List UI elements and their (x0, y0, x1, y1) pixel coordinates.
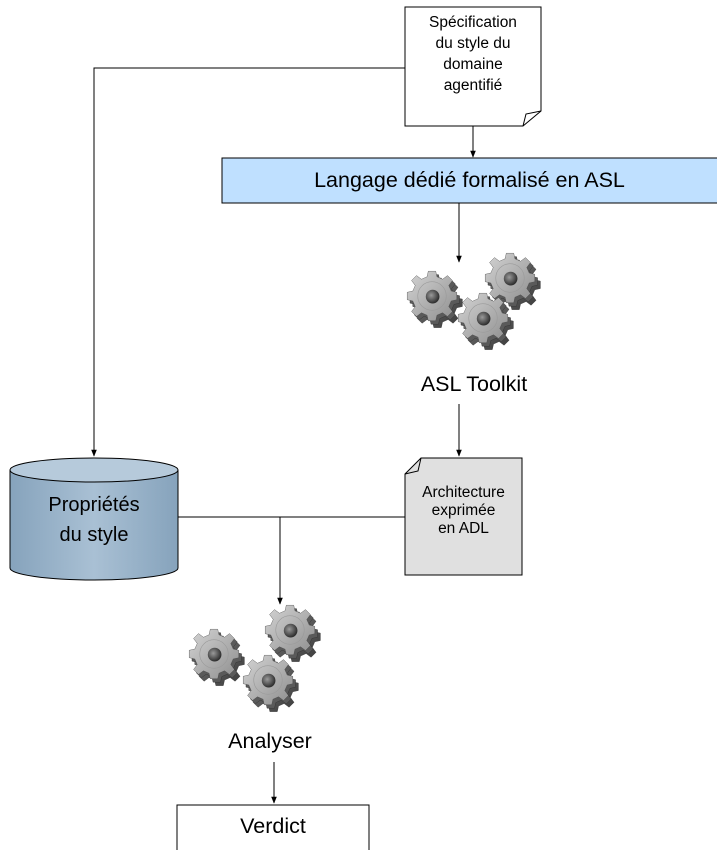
spec-line-1: Spécification (429, 14, 517, 31)
dsl-label: Langage dédié formalisé en ASL (314, 168, 625, 192)
verdict-label: Verdict (240, 814, 306, 838)
connectors (91, 67, 476, 804)
architecture-line-3: en ADL (438, 520, 489, 537)
spec-line-2: du style du (435, 35, 511, 52)
spec-line-3: domaine (443, 56, 503, 73)
architecture-line-1: Architecture (422, 484, 505, 501)
dsl-bar (221, 157, 717, 204)
architecture-label: Architecture exprimée en ADL (405, 484, 522, 538)
analyser-gears-icon (188, 604, 321, 712)
toolkit-gears-icon (406, 252, 541, 350)
connector-spec-to-properties (91, 67, 405, 457)
properties-line-2: du style (59, 524, 129, 546)
specification-document (404, 6, 542, 127)
properties-database (9, 457, 179, 581)
specification-label: Spécification du style du domaine agenti… (406, 12, 540, 96)
architecture-document (404, 457, 523, 576)
toolkit-label: ASL Toolkit (420, 372, 528, 396)
properties-line-1: Propriétés (48, 494, 140, 516)
spec-line-4: agentifié (443, 77, 503, 94)
verdict-box (176, 804, 370, 850)
properties-label: Propriétés du style (10, 490, 178, 550)
analyser-label: Analyser (228, 729, 312, 753)
architecture-line-2: exprimée (431, 502, 496, 519)
